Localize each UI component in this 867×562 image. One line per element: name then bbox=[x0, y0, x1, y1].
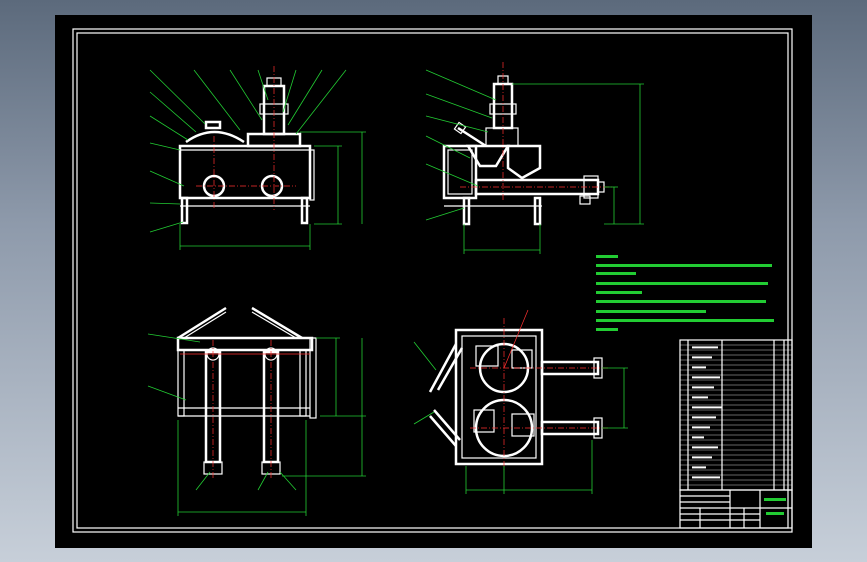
front-view-housing bbox=[178, 144, 312, 200]
plan-view-housing bbox=[454, 328, 544, 466]
side-view-frame bbox=[442, 144, 478, 200]
inner-border-2 bbox=[76, 32, 789, 529]
parts-list-text-mark bbox=[692, 426, 710, 429]
parts-list-rows bbox=[680, 344, 792, 486]
parts-list-text-mark bbox=[692, 366, 706, 369]
front-view-lid-left bbox=[185, 130, 245, 144]
side-view[interactable] bbox=[425, 62, 644, 254]
parts-list-text-mark bbox=[692, 476, 720, 479]
parts-list-text-mark bbox=[692, 456, 712, 459]
parts-list-text-mark bbox=[692, 446, 718, 449]
technical-notes bbox=[596, 255, 774, 331]
plan-view-arm-top bbox=[428, 343, 464, 393]
front-view-leg-left bbox=[180, 196, 189, 225]
parts-list-text-mark bbox=[692, 436, 704, 439]
side-view-leg-left bbox=[462, 196, 471, 226]
section-view-top-plate bbox=[176, 336, 314, 352]
parts-list-text-mark bbox=[692, 466, 706, 469]
plan-view[interactable] bbox=[413, 309, 628, 494]
front-view[interactable] bbox=[149, 66, 366, 250]
parts-list-text-mark bbox=[692, 406, 722, 409]
side-view-leg-right bbox=[533, 196, 542, 226]
drawing-sheet bbox=[55, 15, 812, 548]
parts-list-text-mark bbox=[692, 396, 708, 399]
front-view-leg-right bbox=[300, 196, 309, 225]
plan-view-arm-bottom bbox=[429, 409, 461, 447]
parts-list-text-mark bbox=[692, 416, 716, 419]
side-view-hopper bbox=[465, 144, 511, 168]
title-block[interactable] bbox=[679, 489, 793, 529]
parts-list-text-mark bbox=[692, 376, 720, 379]
section-view[interactable] bbox=[147, 306, 366, 516]
section-view-roof bbox=[177, 306, 303, 340]
parts-list-text-mark bbox=[692, 356, 712, 359]
parts-list-text-mark bbox=[692, 346, 718, 349]
parts-list-text-mark bbox=[692, 386, 714, 389]
inner-border bbox=[72, 28, 793, 533]
